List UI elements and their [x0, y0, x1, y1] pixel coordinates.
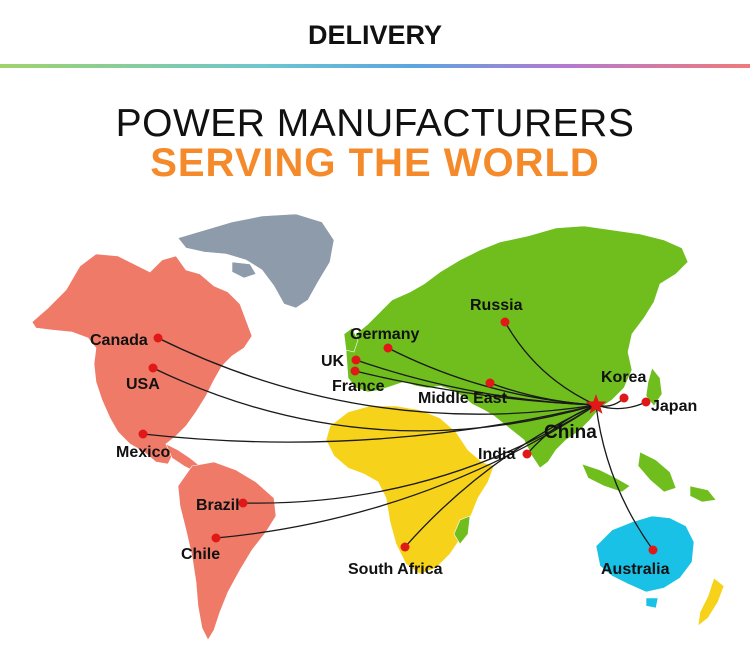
continents [31, 213, 725, 641]
route-line [404, 404, 597, 548]
label-russia: Russia [470, 297, 523, 314]
location-marker [619, 393, 629, 403]
labels: China Canada USA Mexico Brazil Chile Ger… [90, 297, 697, 578]
location-marker [138, 429, 148, 439]
south-america-shape [177, 461, 277, 641]
subheadline: SERVING THE WORLD [150, 141, 600, 185]
route-line [142, 404, 597, 443]
label-south-africa: South Africa [348, 561, 443, 578]
headline: POWER MANUFACTURERS [115, 102, 635, 145]
header: DELIVERY [0, 0, 750, 70]
location-marker [500, 317, 510, 327]
location-marker [153, 333, 163, 343]
north-america-shape [31, 253, 253, 465]
location-marker [400, 542, 410, 552]
route-line [152, 367, 597, 432]
label-korea: Korea [601, 369, 646, 386]
header-title: DELIVERY [307, 20, 443, 50]
route-line [504, 321, 597, 406]
greenland-shape [177, 213, 335, 309]
australia-shape [595, 515, 695, 609]
route-line [354, 370, 597, 406]
location-marker [211, 533, 221, 543]
uk-shape [343, 327, 359, 353]
markers [138, 317, 658, 555]
location-marker [238, 498, 248, 508]
location-marker [485, 378, 495, 388]
southeast-asia-islands-shape [581, 451, 717, 503]
routes [142, 321, 654, 551]
label-brazil: Brazil [196, 497, 240, 514]
route-line [595, 404, 654, 551]
eurasia-shape [345, 225, 689, 469]
label-middle-east: Middle East [418, 390, 508, 407]
route-line [489, 382, 597, 406]
new-zealand-shape [697, 577, 725, 627]
route-line [157, 337, 597, 415]
label-germany: Germany [350, 326, 419, 343]
label-mexico: Mexico [116, 444, 170, 461]
location-marker [350, 366, 360, 376]
label-japan: Japan [651, 398, 697, 415]
header-divider [0, 64, 750, 68]
japan-shape [645, 367, 663, 407]
label-canada: Canada [90, 332, 148, 349]
label-chile: Chile [181, 546, 220, 563]
location-marker [522, 449, 532, 459]
location-marker [148, 363, 158, 373]
madagascar-shape [453, 515, 471, 545]
location-marker [641, 397, 651, 407]
label-usa: USA [126, 376, 160, 393]
label-france: France [332, 378, 385, 395]
location-marker [383, 343, 393, 353]
location-marker [351, 355, 361, 365]
world-map: China Canada USA Mexico Brazil Chile Ger… [31, 213, 725, 641]
hub-star-icon [585, 394, 607, 414]
label-india: India [478, 446, 515, 463]
label-australia: Australia [601, 561, 670, 578]
label-uk: UK [321, 353, 345, 370]
hub-label: China [544, 422, 597, 443]
location-marker [648, 545, 658, 555]
